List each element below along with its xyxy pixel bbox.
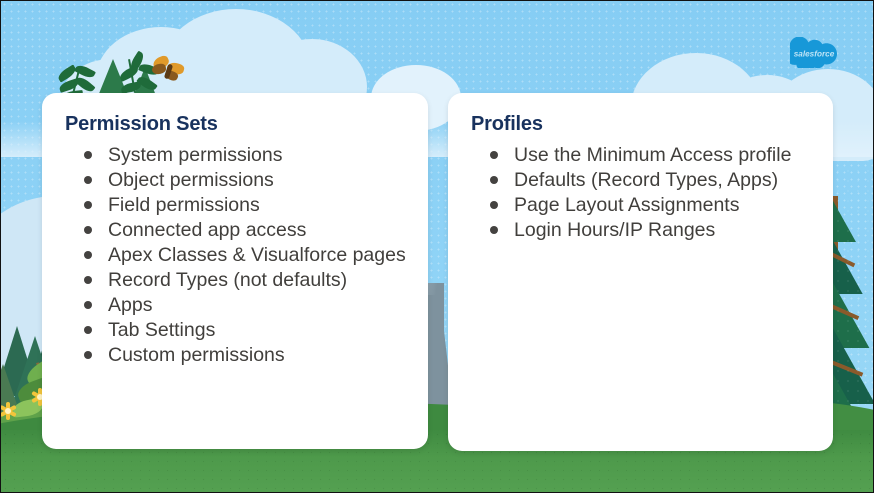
card-profiles: Profiles Use the Minimum Access profile … bbox=[448, 93, 833, 451]
flower-icon bbox=[1, 402, 17, 420]
list-item: System permissions bbox=[64, 143, 414, 167]
card-permission-sets: Permission Sets System permissions Objec… bbox=[42, 93, 428, 449]
list-item: Record Types (not defaults) bbox=[64, 268, 414, 292]
list-item: Connected app access bbox=[64, 218, 414, 242]
flower-icon bbox=[31, 388, 49, 406]
card-title-profiles: Profiles bbox=[471, 113, 543, 135]
salesforce-cloud-logo: salesforce bbox=[790, 37, 838, 68]
list-item: Object permissions bbox=[64, 168, 414, 192]
svg-text:salesforce: salesforce bbox=[794, 50, 835, 59]
list-item: Custom permissions bbox=[64, 343, 414, 367]
list-item: Field permissions bbox=[64, 193, 414, 217]
list-item: Page Layout Assignments bbox=[470, 193, 819, 217]
list-permission-sets: System permissions Object permissions Fi… bbox=[64, 143, 414, 368]
list-item: Tab Settings bbox=[64, 318, 414, 342]
list-item: Defaults (Record Types, Apps) bbox=[470, 168, 819, 192]
butterfly-icon bbox=[151, 54, 186, 85]
list-profiles: Use the Minimum Access profile Defaults … bbox=[470, 143, 819, 243]
list-item: Use the Minimum Access profile bbox=[470, 143, 819, 167]
list-item: Apps bbox=[64, 293, 414, 317]
card-title-permission-sets: Permission Sets bbox=[65, 113, 218, 135]
list-item: Login Hours/IP Ranges bbox=[470, 218, 819, 242]
list-item: Apex Classes & Visualforce pages bbox=[64, 243, 414, 267]
